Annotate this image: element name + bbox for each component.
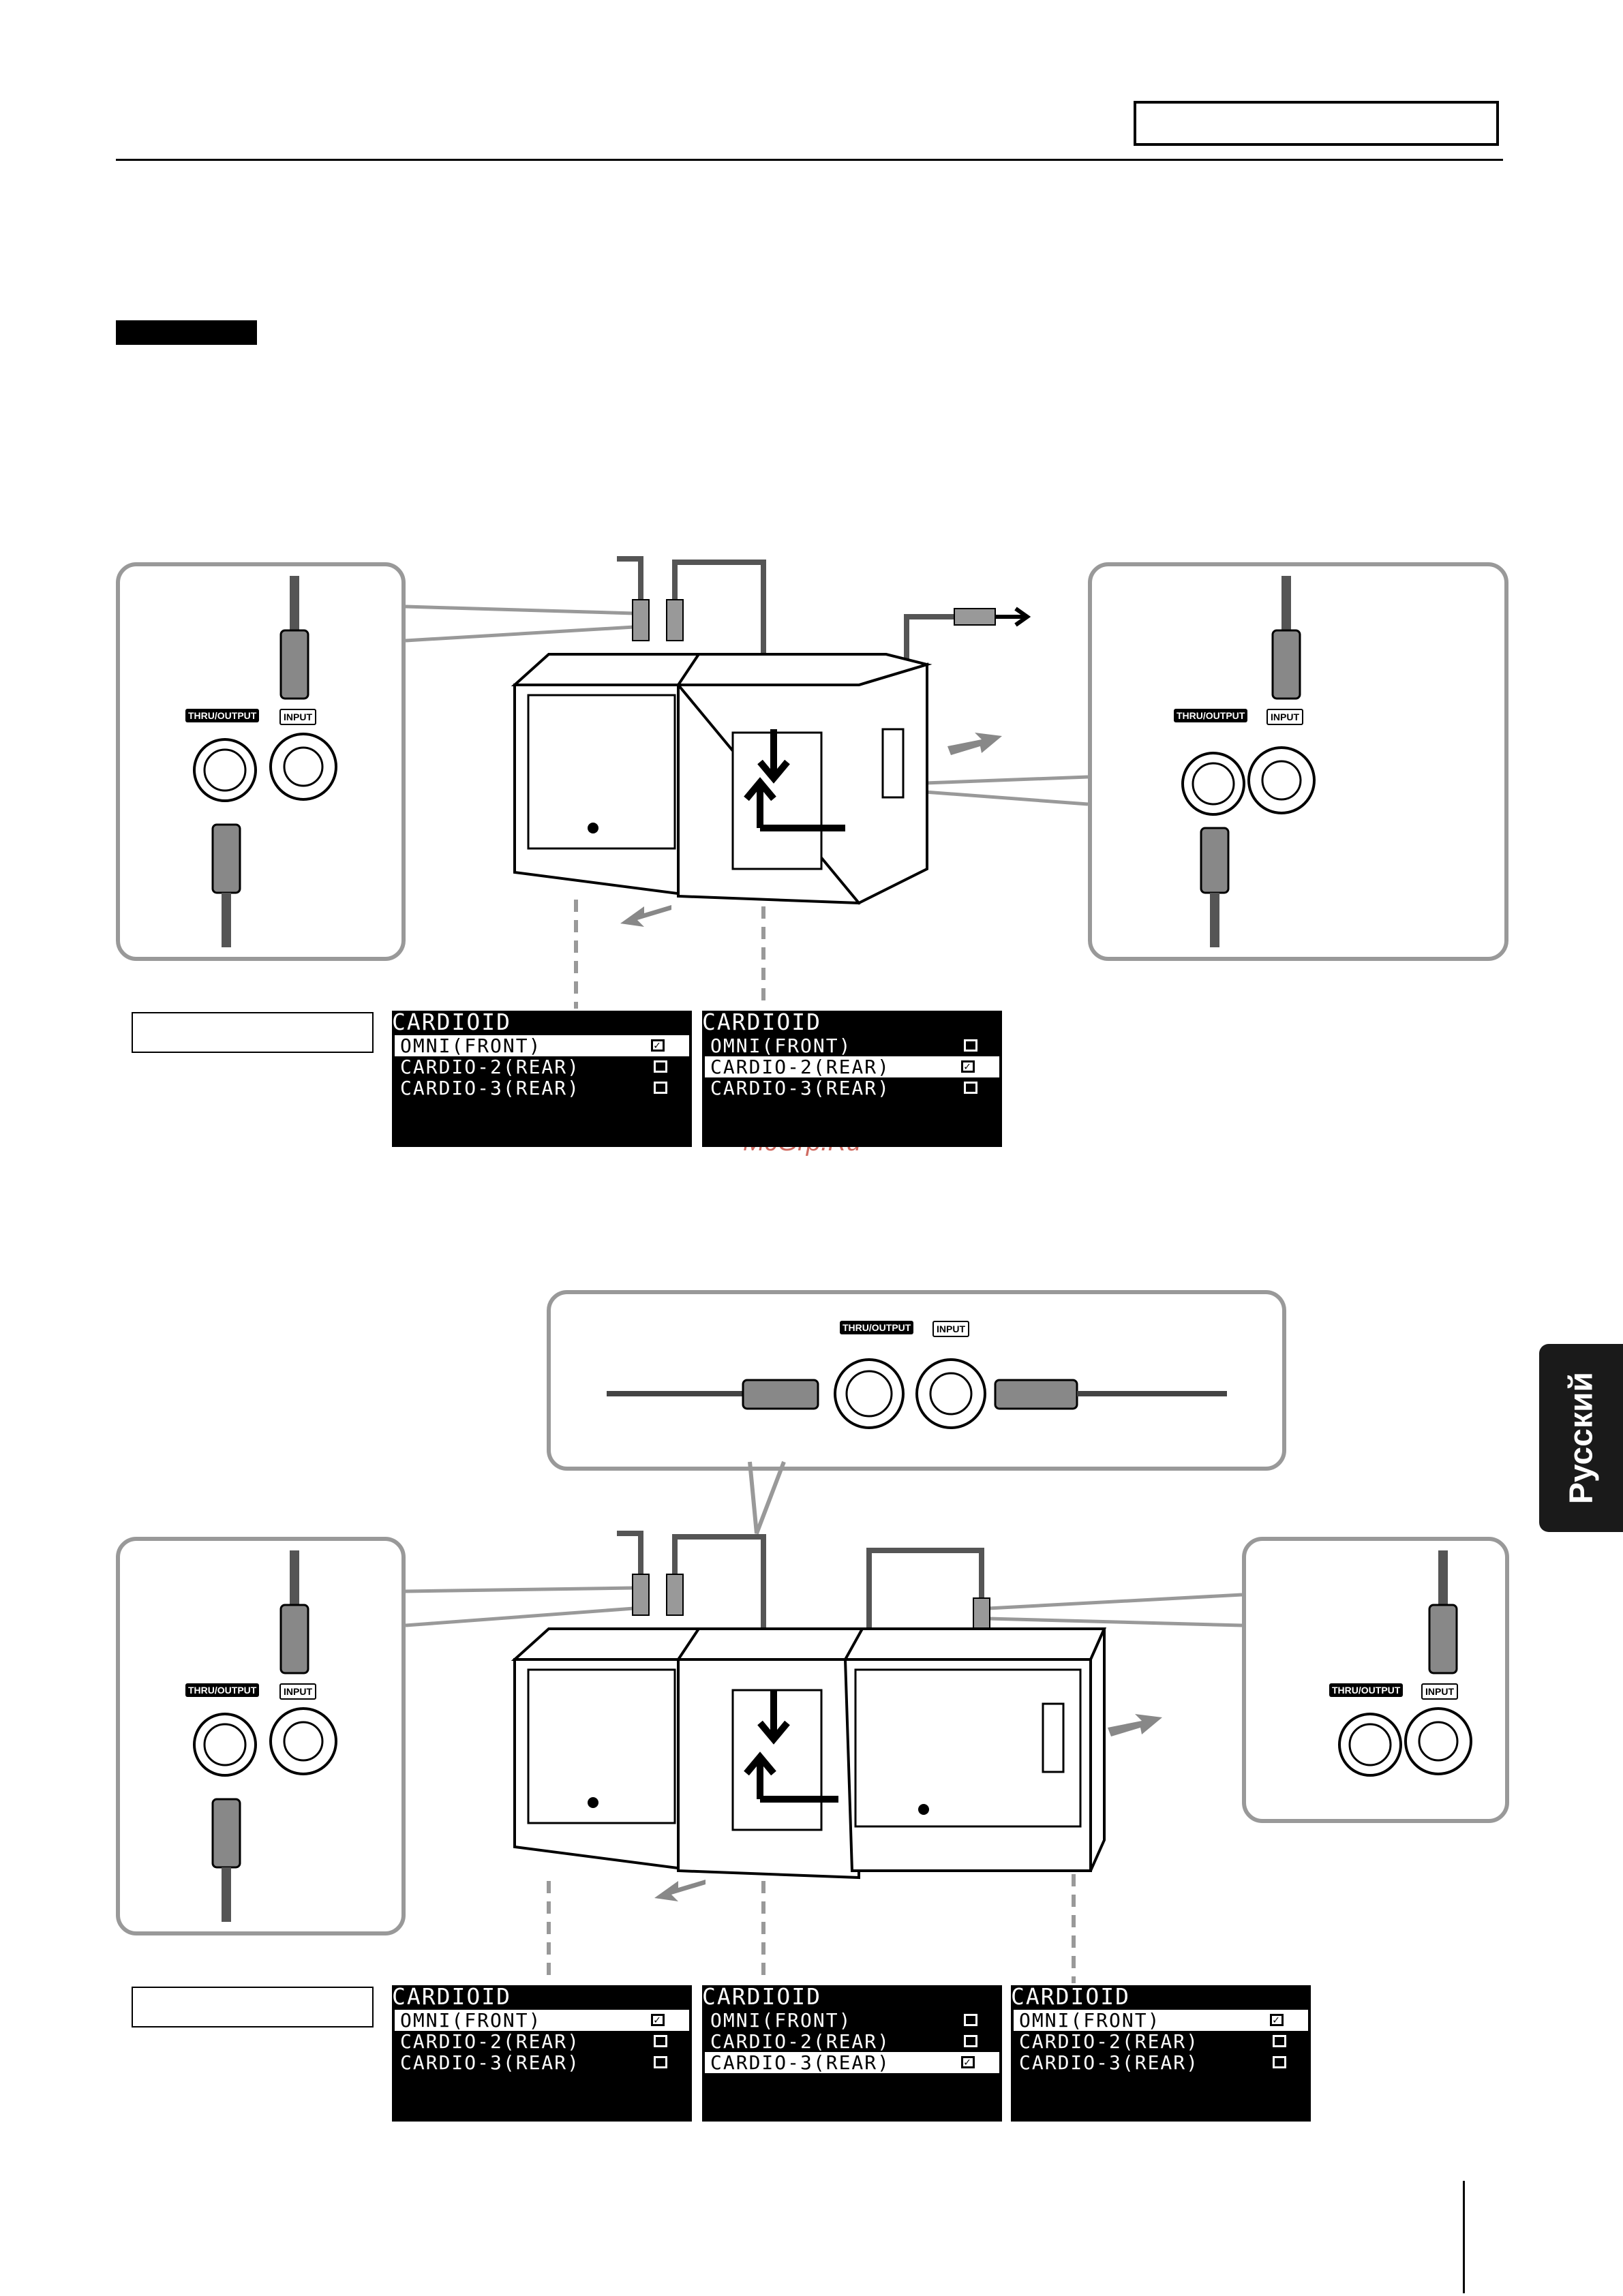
checked-box-icon: ✓ [651,2014,665,2026]
section-marker [116,320,257,345]
thru-output-label: THRU/OUTPUT [1174,709,1248,722]
callout-right-2 [1242,1537,1509,1823]
unchecked-box-icon [654,1082,667,1094]
lcd-menu-row: OMNI(FRONT) ✓ [395,1035,689,1056]
unchecked-box-icon [654,2035,667,2047]
lcd-row-label: CARDIO-2(REAR) [1019,2030,1200,2053]
right-callout-2-connectors [1338,1550,1472,1777]
unchecked-box-icon [654,1060,667,1073]
lcd-menu-row: CARDIO-3(REAR) ✓ [705,2052,999,2073]
callout-left-2 [116,1537,406,1935]
lcd-row-label: OMNI(FRONT) [400,2009,542,2032]
lcd-title: CARDIOID [702,1983,821,2010]
thru-output-label: THRU/OUTPUT [185,1683,260,1697]
callout-left-1 [116,562,406,961]
label-box-2 [132,1987,374,2027]
header-rule [116,159,1503,161]
lcd-row-label: OMNI(FRONT) [1019,2009,1161,2032]
checked-box-icon: ✓ [1270,2014,1284,2026]
checked-box-icon: ✓ [961,1060,975,1073]
lcd-row-label: CARDIO-3(REAR) [710,2051,891,2074]
lcd-menu-row: CARDIO-3(REAR) [1011,2052,1311,2073]
lcd-row-label: CARDIO-3(REAR) [400,1077,581,1099]
lcd-menu-row: OMNI(FRONT) ✓ [395,2010,689,2031]
lcd-menu-row: CARDIO-2(REAR) [392,1056,692,1077]
thru-output-label: THRU/OUTPUT [840,1321,914,1334]
lcd-menu-row: CARDIO-3(REAR) [392,1077,692,1099]
lcd-row-label: OMNI(FRONT) [710,2009,852,2032]
top-callout-2-connectors [607,1358,1227,1429]
unchecked-box-icon [654,2056,667,2068]
right-callout-1-connectors [1181,576,1316,947]
lcd-row-label: OMNI(FRONT) [400,1035,542,1057]
lcd-menu-row: CARDIO-2(REAR) [392,2031,692,2052]
input-label: INPUT [932,1321,969,1337]
lcd-row-label: CARDIO-2(REAR) [400,2030,581,2053]
lcd-title: CARDIOID [392,1983,511,2010]
unchecked-box-icon [964,2035,977,2047]
checked-box-icon: ✓ [961,2056,975,2068]
lcd-menu-row: CARDIO-3(REAR) [702,1077,1002,1099]
label-box-1 [132,1012,374,1053]
lcd-row-label: OMNI(FRONT) [710,1035,852,1057]
lcd-row-label: CARDIO-2(REAR) [400,1056,581,1078]
input-label: INPUT [279,709,316,725]
left-callout-2-connectors [193,1550,337,1922]
lcd-row-label: CARDIO-2(REAR) [710,1056,891,1078]
lcd-menu-row: CARDIO-3(REAR) [392,2052,692,2073]
lcd-menu-row: OMNI(FRONT) [702,1035,1002,1056]
thru-output-label: THRU/OUTPUT [185,709,260,722]
lcd-menu-row: CARDIO-2(REAR) ✓ [705,1056,999,1077]
unchecked-box-icon [1273,2056,1286,2068]
input-label: INPUT [1266,709,1303,725]
lcd-row-label: CARDIO-3(REAR) [710,1077,891,1099]
lcd-title: CARDIOID [392,1009,511,1035]
lcd-row-label: CARDIO-3(REAR) [1019,2051,1200,2074]
lcd-title: CARDIOID [1011,1983,1130,2010]
lcd-row-label: CARDIO-3(REAR) [400,2051,581,2074]
unchecked-box-icon [964,2014,977,2026]
speaker-front-2b [843,1627,1107,1872]
input-label: INPUT [1421,1683,1458,1700]
lcd-menu-row: CARDIO-2(REAR) [1011,2031,1311,2052]
page-number-rule [1463,2181,1465,2293]
speaker-rear-1 [675,653,932,905]
header-box [1134,101,1499,146]
input-label: INPUT [279,1683,316,1700]
lcd-menu-row: OMNI(FRONT) ✓ [1014,2010,1308,2031]
unchecked-box-icon [1273,2035,1286,2047]
unchecked-box-icon [964,1082,977,1094]
lcd-title: CARDIOID [702,1009,821,1035]
callout-top-2 [547,1290,1286,1471]
checked-box-icon: ✓ [651,1039,665,1052]
lcd-menu-row: CARDIO-2(REAR) [702,2031,1002,2052]
lcd-menu-row: OMNI(FRONT) [702,2010,1002,2031]
thru-output-label: THRU/OUTPUT [1329,1683,1404,1697]
speaker-front-1 [511,653,737,898]
left-callout-1-connectors [193,576,337,947]
lcd-row-label: CARDIO-2(REAR) [710,2030,891,2053]
language-tab[interactable]: Русский [1539,1344,1623,1532]
unchecked-box-icon [964,1039,977,1052]
